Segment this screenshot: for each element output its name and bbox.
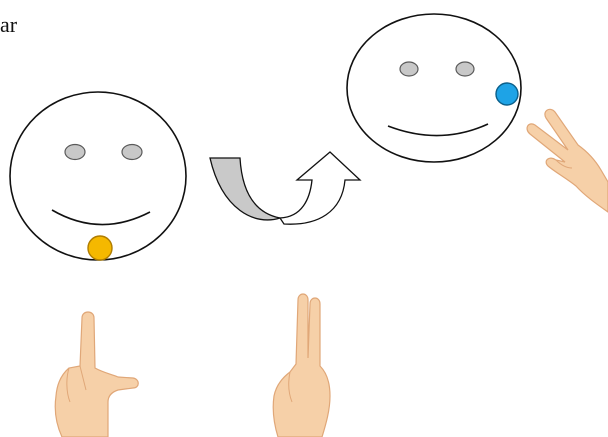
- l-shape-hand-gesture-icon: [55, 312, 138, 437]
- chin-dot-icon: [88, 236, 112, 260]
- right-eye-right: [456, 62, 474, 76]
- left-eye-left: [65, 145, 85, 160]
- right-eye-left: [400, 62, 418, 76]
- cheek-dot-icon: [496, 83, 518, 105]
- v-sign-hand-gesture-icon: [527, 109, 608, 212]
- right-face: [347, 14, 521, 162]
- left-face-outline: [10, 92, 186, 260]
- left-face: [10, 92, 186, 260]
- right-face-outline: [347, 14, 521, 162]
- u-turn-arrow-icon: [210, 152, 360, 224]
- two-fingers-up-hand-gesture-icon: [273, 294, 330, 437]
- left-eye-right: [122, 145, 142, 160]
